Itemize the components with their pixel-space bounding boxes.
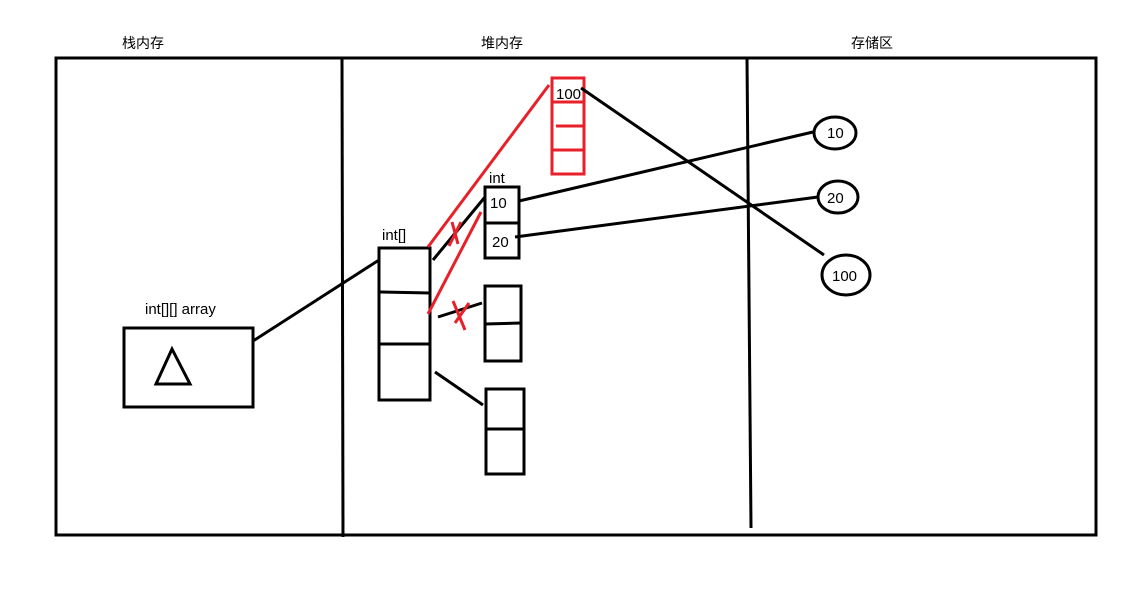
storage-value-text: 20: [827, 190, 844, 207]
stack-region-title: 栈内存: [122, 36, 164, 52]
storage-value-20: 20: [816, 179, 860, 215]
inner-array-1: 10 20: [483, 185, 521, 260]
new-array: 100: [550, 76, 586, 176]
outer-array: [377, 246, 432, 402]
heap-storage-divider: [745, 57, 753, 529]
outer-array-label: int[]: [382, 227, 406, 244]
stack-heap-divider: [340, 57, 345, 538]
cross-out-mark-2: [451, 300, 471, 331]
outer-to-inner-2-arrow: [437, 301, 483, 319]
memory-frame: [54, 56, 1098, 537]
stack-variable-box: [122, 326, 255, 409]
outer-to-inner-1-new-arrow: [426, 211, 483, 315]
stack-to-outer-array-arrow: [252, 258, 380, 343]
storage-value-text: 10: [827, 125, 844, 142]
storage-value-text: 100: [832, 268, 857, 285]
storage-value-100: 100: [820, 253, 872, 297]
inner-array-1-cell-0: 10: [490, 195, 507, 212]
triangle-icon: [153, 345, 193, 386]
inner-array-label: int: [489, 170, 506, 187]
outer-array-cell-divider: [378, 290, 431, 295]
stack-variable-label: int[][] array: [145, 301, 216, 318]
inner-array-3: [484, 387, 526, 476]
inner-array-3-box: [484, 387, 526, 476]
outer-to-new-array-arrow: [426, 84, 551, 248]
heap-region-title: 堆内存: [481, 36, 523, 52]
outer-to-inner-3-arrow: [434, 370, 484, 407]
cell-10-to-storage-arrow: [518, 130, 814, 203]
storage-region-title: 存储区: [851, 36, 893, 52]
storage-ellipse: [820, 253, 872, 297]
storage-value-10: 10: [812, 115, 858, 151]
inner-array-2: [483, 284, 523, 363]
storage-ellipse: [812, 115, 858, 151]
outer-array-box: [377, 246, 432, 402]
cross-out-mark-1: [447, 221, 463, 247]
inner-array-1-cell-1: 20: [492, 234, 509, 251]
new-array-cell-0: 100: [556, 86, 581, 103]
inner-array-2-divider: [484, 321, 522, 326]
cell-100-to-storage-arrow: [580, 86, 825, 257]
cell-20-to-storage-arrow: [514, 195, 819, 239]
